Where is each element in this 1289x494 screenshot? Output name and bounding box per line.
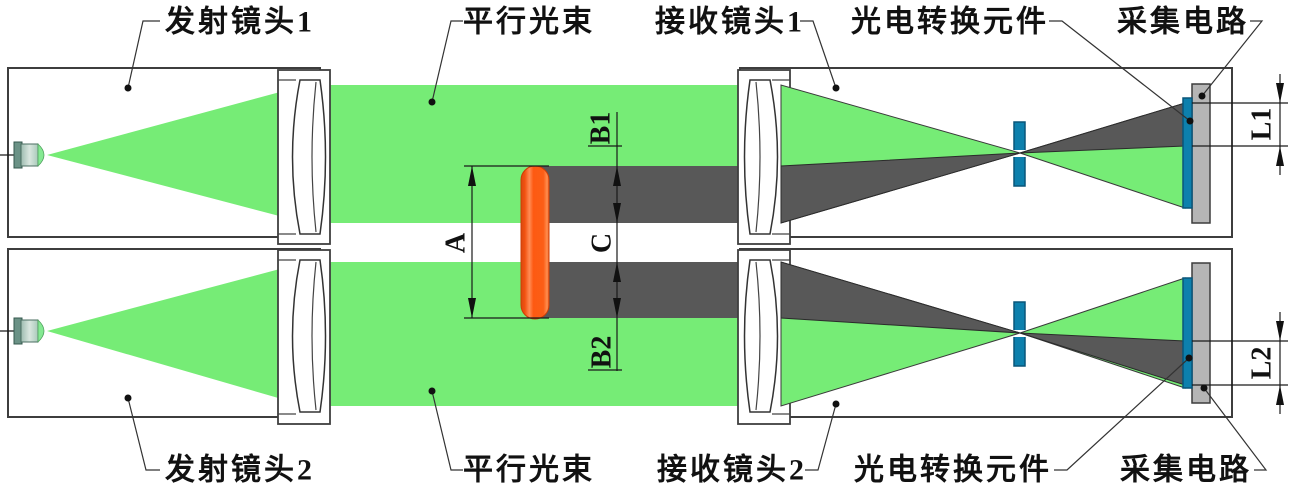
led-dome-1 bbox=[37, 143, 45, 167]
receiver-lens-1-inner bbox=[755, 81, 761, 233]
emitter-cone-2 bbox=[47, 262, 306, 406]
arrow-l1-up bbox=[1276, 146, 1284, 166]
transmitter-lens-2-inner bbox=[311, 261, 317, 411]
arrow-b1-up bbox=[613, 166, 621, 186]
photo-element-1 bbox=[1182, 97, 1193, 209]
emitter-cone-1 bbox=[47, 85, 306, 223]
leader-receiver-2 bbox=[805, 403, 837, 471]
transmitter-lens-2 bbox=[291, 259, 327, 413]
labels-bottom-row: 发射镜头2 平行光束 接收镜头2 光电转换元件 采集电路 bbox=[164, 453, 1252, 487]
arrow-l2-down bbox=[1276, 321, 1284, 341]
label-transmitter-lens-2: 发射镜头2 bbox=[164, 453, 315, 487]
leader-beam-2 bbox=[431, 390, 463, 471]
leader-transmitter-2 bbox=[127, 397, 160, 471]
acquisition-board-1 bbox=[1191, 83, 1211, 224]
label-photoelectric-element-1: 光电转换元件 bbox=[851, 6, 1049, 39]
dimension-b1-c-b2: B1 C B2 bbox=[586, 112, 622, 371]
leader-dot-circuit-1 bbox=[1198, 92, 1206, 100]
labels-top-row: 发射镜头1 平行光束 接收镜头1 光电转换元件 采集电路 bbox=[164, 5, 1249, 39]
leader-dot-beam-1 bbox=[428, 98, 436, 106]
beam-shapes-left bbox=[47, 85, 752, 406]
leader-dot-transmitter-2 bbox=[124, 394, 132, 402]
mount-step-lines bbox=[278, 79, 790, 415]
arrow-b2-up bbox=[613, 262, 621, 282]
dimension-a: A bbox=[441, 165, 549, 319]
dim-label-b1: B1 bbox=[586, 112, 617, 145]
receiver-lens-2-inner bbox=[755, 261, 761, 411]
leader-dot-photo-1 bbox=[1186, 117, 1194, 125]
leader-dot-circuit-2 bbox=[1200, 384, 1208, 392]
label-parallel-beam-1: 平行光束 bbox=[463, 6, 595, 39]
measured-object-rod bbox=[520, 165, 550, 320]
label-parallel-beam-2: 平行光束 bbox=[463, 454, 595, 487]
leader-beam-1 bbox=[431, 20, 463, 103]
leader-dot-receiver-1 bbox=[832, 84, 840, 92]
transmitter-lens-1-inner bbox=[311, 81, 317, 233]
arrow-a-up bbox=[468, 166, 476, 186]
leader-transmitter-1 bbox=[127, 20, 160, 89]
receiver-lens-1 bbox=[743, 79, 779, 235]
emitters bbox=[0, 141, 45, 345]
photo-element-2 bbox=[1182, 277, 1193, 389]
leader-dot-photo-2 bbox=[1185, 354, 1193, 362]
arrow-l2-up bbox=[1276, 385, 1284, 405]
label-receiver-lens-2: 接收镜头2 bbox=[657, 453, 807, 487]
led-body-1 bbox=[20, 143, 39, 167]
focal-slits bbox=[1012, 121, 1027, 367]
dim-label-c: C bbox=[587, 233, 618, 253]
dimension-l2: L2 bbox=[1192, 312, 1288, 414]
arrow-a-down bbox=[468, 298, 476, 318]
detectors bbox=[1182, 83, 1211, 404]
shadow-band-b2 bbox=[540, 262, 752, 318]
arrow-b2-down bbox=[613, 298, 621, 318]
led-body-2 bbox=[20, 319, 39, 343]
label-photoelectric-element-2: 光电转换元件 bbox=[854, 454, 1052, 487]
led-dome-2 bbox=[37, 319, 45, 343]
leader-dot-transmitter-1 bbox=[124, 84, 132, 92]
leader-receiver-1 bbox=[800, 20, 837, 89]
acquisition-board-2 bbox=[1191, 262, 1211, 404]
converging-shadow-2 bbox=[780, 261, 1021, 334]
leader-photo-2 bbox=[1054, 357, 1190, 471]
dim-label-a: A bbox=[441, 232, 472, 253]
arrow-l1-down bbox=[1276, 83, 1284, 103]
dim-label-l1: L1 bbox=[1247, 108, 1278, 141]
dim-label-l2: L2 bbox=[1247, 347, 1278, 380]
transmitter-lens-1 bbox=[291, 79, 327, 235]
leader-circuit-2 bbox=[1203, 387, 1268, 471]
leader-photo-1 bbox=[1049, 20, 1191, 122]
label-acquisition-circuit-2: 采集电路 bbox=[1120, 454, 1252, 487]
label-transmitter-lens-1: 发射镜头1 bbox=[164, 5, 315, 39]
label-receiver-lens-1: 接收镜头1 bbox=[655, 5, 805, 39]
arrow-b1-down bbox=[613, 203, 621, 223]
shadow-band-b1 bbox=[540, 166, 752, 223]
dim-label-b2: B2 bbox=[587, 336, 618, 369]
receiver-lens-2 bbox=[743, 259, 779, 413]
leader-dot-beam-2 bbox=[428, 387, 436, 395]
label-acquisition-circuit-1: 采集电路 bbox=[1117, 6, 1249, 39]
beam-shapes-right bbox=[780, 84, 1186, 407]
leader-lines bbox=[124, 20, 1268, 471]
converging-shadow-1 bbox=[780, 152, 1021, 224]
leader-circuit-1 bbox=[1201, 20, 1264, 97]
lenses bbox=[291, 79, 779, 413]
dimension-l1: L1 bbox=[1192, 74, 1288, 175]
leader-dot-receiver-2 bbox=[832, 400, 840, 408]
